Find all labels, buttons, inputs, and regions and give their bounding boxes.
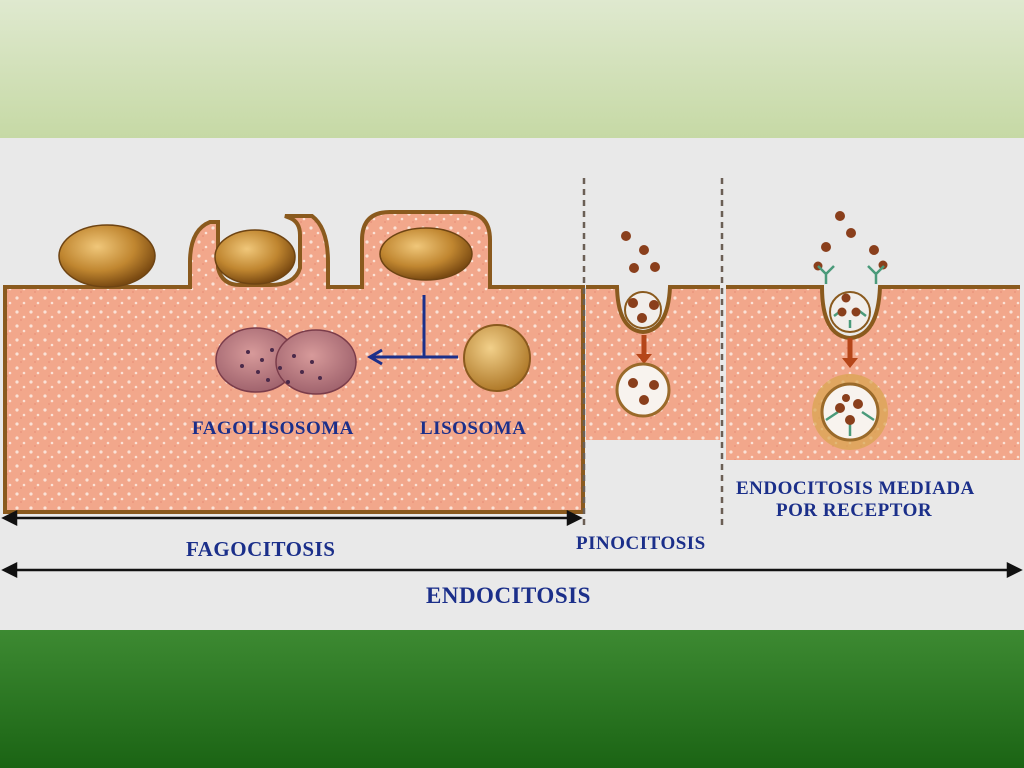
phagolysosome-shape	[215, 327, 357, 395]
slide-footer-band	[0, 630, 1024, 768]
endocitosis-label: ENDOCITOSIS	[426, 583, 591, 608]
coated-pit	[829, 291, 871, 333]
slide-header-band	[0, 0, 1024, 138]
endocitosis-range-arrow	[1, 561, 1023, 579]
pinocytic-vesicle	[615, 362, 671, 418]
coated-vesicle	[820, 382, 880, 442]
lisosoma-label: LISOSOMA	[420, 418, 527, 439]
ligand-particles	[813, 211, 888, 271]
fagocitosis-range-arrow	[1, 509, 583, 527]
endocitosis-mediada-label-line2: POR RECEPTOR	[776, 500, 933, 521]
pinocitosis-label: PINOCITOSIS	[576, 533, 706, 554]
particle-engulfed	[379, 227, 473, 281]
particle-engulfing	[214, 229, 296, 285]
endocitosis-mediada-label-line1: ENDOCITOSIS MEDIADA	[736, 478, 975, 499]
fagocitosis-label: FAGOCITOSIS	[186, 537, 336, 561]
fagolisosoma-label: FAGOLISOSOMA	[192, 418, 354, 439]
receptors	[817, 265, 885, 284]
fusion-arrow	[367, 295, 458, 366]
particle-outside	[58, 224, 156, 288]
lysosome-shape	[463, 324, 531, 392]
